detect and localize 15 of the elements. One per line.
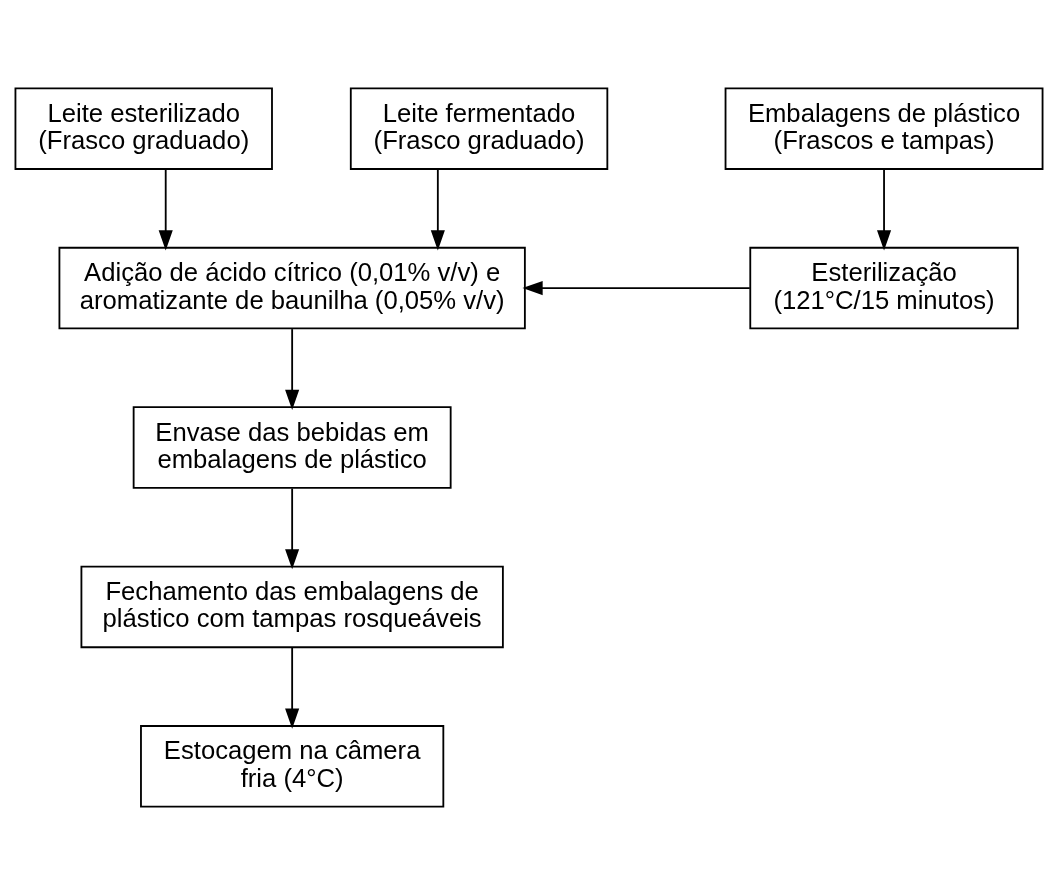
node-box: Leite esterilizado (Frasco graduado) (14, 87, 273, 170)
node-box: Adição de ácido cítrico (0,01% v/v) e aromatizante de baunilha (0,05% v/v) (58, 246, 526, 330)
arrow (876, 168, 892, 251)
arrow (285, 328, 300, 410)
arrow (430, 168, 445, 251)
arrow (285, 487, 300, 570)
arrow (285, 647, 300, 729)
node-box: Esterilização (121°C/15 minutos) (749, 246, 1019, 330)
node-box: Embalagens de plástico (Frascos e tampas) (724, 87, 1044, 170)
node-box: Estocagem na câmera fria (4°C) (140, 725, 445, 808)
node-box: Envase das bebidas em embalagens de plástico (132, 406, 452, 489)
node-box: Fechamento das embalagens de plástico com tampas rosqueáveis (80, 565, 504, 649)
arrow (158, 168, 173, 251)
arrow (522, 281, 751, 296)
node-box: Leite fermentado (Frasco graduado) (349, 87, 609, 170)
